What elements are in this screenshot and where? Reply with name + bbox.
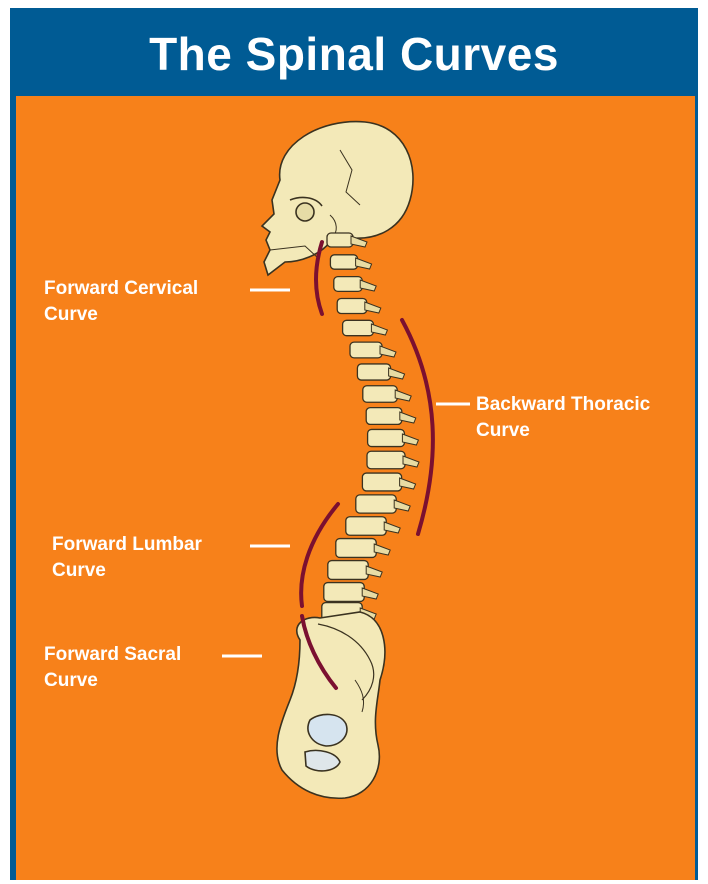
vertebra [362, 473, 401, 491]
skull [262, 122, 413, 275]
spinous-process [356, 258, 372, 269]
thoracic-curve-line [402, 320, 433, 534]
vertebra [356, 495, 396, 513]
vertebra [367, 451, 405, 469]
vertebra [336, 539, 376, 558]
vertebra [350, 342, 382, 358]
vertebra [343, 320, 374, 335]
spinous-process [365, 302, 381, 313]
vertebra [366, 408, 402, 425]
vertebra [346, 517, 386, 536]
vertebral-column [322, 233, 419, 621]
vertebra [337, 298, 367, 313]
vertebra [330, 255, 357, 269]
label-forward-cervical-curve: Forward Cervical Curve [44, 276, 198, 328]
vertebra [328, 561, 368, 580]
vertebra [368, 429, 405, 446]
pelvis [277, 612, 385, 798]
spinous-process [360, 280, 376, 291]
label-forward-lumbar-curve: Forward Lumbar Curve [52, 532, 202, 584]
label-forward-sacral-curve: Forward Sacral Curve [44, 642, 181, 694]
vertebra [327, 233, 353, 247]
vertebra [334, 277, 362, 292]
vertebra [357, 364, 390, 380]
label-backward-thoracic-curve: Backward Thoracic Curve [476, 392, 650, 444]
spinous-process [371, 324, 387, 335]
vertebra [363, 386, 397, 402]
vertebra [324, 583, 364, 602]
